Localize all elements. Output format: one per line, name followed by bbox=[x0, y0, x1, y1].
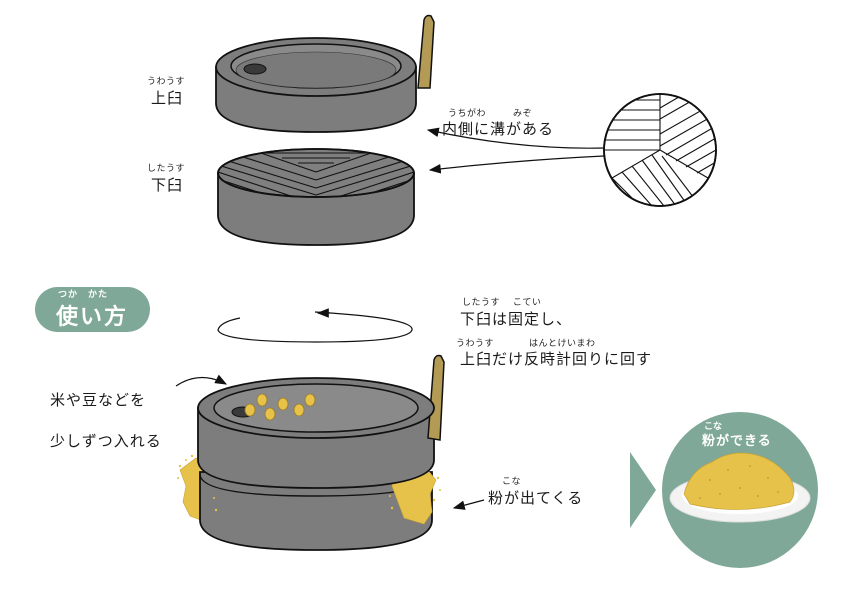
arrow-to-flour bbox=[452, 499, 485, 510]
groove-pattern-icon bbox=[603, 93, 717, 207]
beans bbox=[244, 393, 316, 421]
step2-text: 上臼だけ反時計回りに回す bbox=[460, 350, 653, 368]
arrow-to-beans bbox=[175, 374, 228, 387]
result-title: 粉ができる bbox=[702, 434, 772, 449]
usage-badge-ruby: つか かた bbox=[58, 290, 109, 300]
handle bbox=[427, 354, 445, 441]
feed-hole bbox=[243, 63, 267, 75]
result-ruby: こな bbox=[704, 422, 723, 432]
rotation-arrow bbox=[217, 308, 413, 343]
arrow-to-upper bbox=[426, 127, 605, 149]
upper-stone-label: 上臼 bbox=[151, 89, 184, 107]
groove-label: 内側に溝がある bbox=[442, 120, 555, 138]
step2-ruby-1: うわうす bbox=[456, 339, 495, 349]
lower-stone-ruby: したうす bbox=[147, 164, 186, 174]
step1-ruby: したうす こてい bbox=[462, 298, 542, 308]
usage-badge-title: 使い方 bbox=[56, 305, 129, 330]
chevron-right-icon bbox=[630, 452, 656, 528]
upper-stone-illustration bbox=[215, 14, 435, 133]
groove-ruby-1: うちがわ bbox=[448, 109, 487, 119]
step1-text: 下臼は固定し、 bbox=[460, 310, 573, 328]
input-line1: 米や豆などを bbox=[50, 391, 147, 409]
result-panel bbox=[630, 412, 818, 568]
handle bbox=[417, 14, 435, 89]
flour-pile bbox=[683, 452, 795, 510]
lower-stone-label: 下臼 bbox=[151, 176, 184, 194]
usage-millstone bbox=[177, 354, 445, 551]
upper-stone-ruby: うわうす bbox=[147, 77, 186, 87]
lower-stone-illustration bbox=[217, 148, 415, 246]
usage-badge bbox=[35, 287, 150, 332]
output-text: 粉が出てくる bbox=[488, 489, 584, 507]
output-ruby: こな bbox=[502, 477, 522, 487]
groove-ruby-2: みぞ bbox=[513, 109, 533, 119]
step2-ruby-2: はんとけいまわ bbox=[529, 339, 596, 349]
input-line2: 少しずつ入れる bbox=[50, 432, 162, 450]
arrow-to-lower bbox=[428, 155, 605, 174]
